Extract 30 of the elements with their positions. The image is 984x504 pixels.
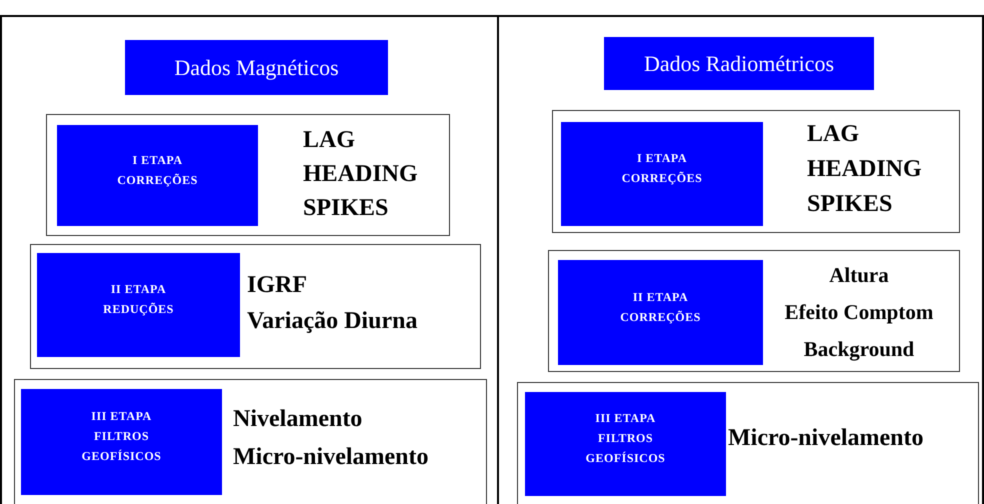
item-text: Nivelamento xyxy=(233,405,364,434)
stage-box xyxy=(552,110,960,233)
stage-box xyxy=(46,114,450,236)
item-text: Variação Diurna xyxy=(247,307,418,336)
item-text: Micro-nivelamento xyxy=(728,424,924,453)
step-box: III ETAPA FILTROS GEOFÍSICOS xyxy=(21,389,222,495)
item-text: HEADING xyxy=(807,155,922,184)
stage-box xyxy=(517,382,979,504)
panel-frame xyxy=(0,15,500,504)
stage-box xyxy=(14,379,487,504)
stage-box xyxy=(30,244,481,369)
step-box: III ETAPA FILTROS GEOFÍSICOS xyxy=(525,392,726,496)
item-text: Background xyxy=(802,336,916,363)
step-box: II ETAPA CORREÇÕES xyxy=(558,260,763,365)
title-box: Dados Radiométricos xyxy=(604,37,874,90)
step-box: II ETAPA REDUÇÕES xyxy=(37,253,240,357)
item-text: SPIKES xyxy=(303,194,390,223)
title-box: Dados Magnéticos xyxy=(125,40,388,95)
stage-box xyxy=(548,250,960,372)
item-text: HEADING xyxy=(303,160,418,189)
item-text: Micro-nivelamento xyxy=(233,443,429,472)
item-text: IGRF xyxy=(247,271,308,300)
step-box: I ETAPA CORREÇÕES xyxy=(57,125,258,226)
item-text: SPIKES xyxy=(807,190,894,219)
item-text: Altura xyxy=(828,262,890,289)
item-text: LAG xyxy=(303,126,356,155)
step-box: I ETAPA CORREÇÕES xyxy=(561,122,763,226)
item-text: LAG xyxy=(807,120,860,149)
item-text: Efeito Comptom xyxy=(784,299,934,326)
panel-frame xyxy=(497,15,984,504)
